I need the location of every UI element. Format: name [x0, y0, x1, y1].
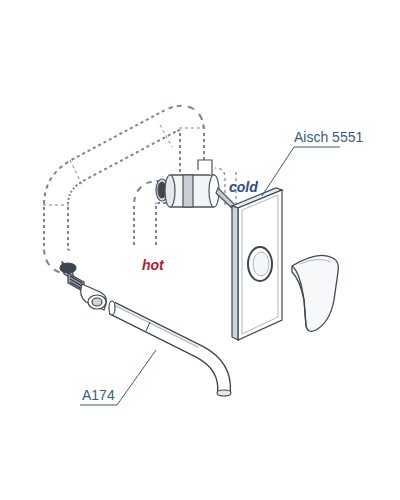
supply-label: cold [229, 180, 258, 194]
supply-label: hot [142, 258, 164, 272]
part-number: Aisch 5551 [294, 130, 363, 144]
part-number: A174 [82, 388, 115, 402]
